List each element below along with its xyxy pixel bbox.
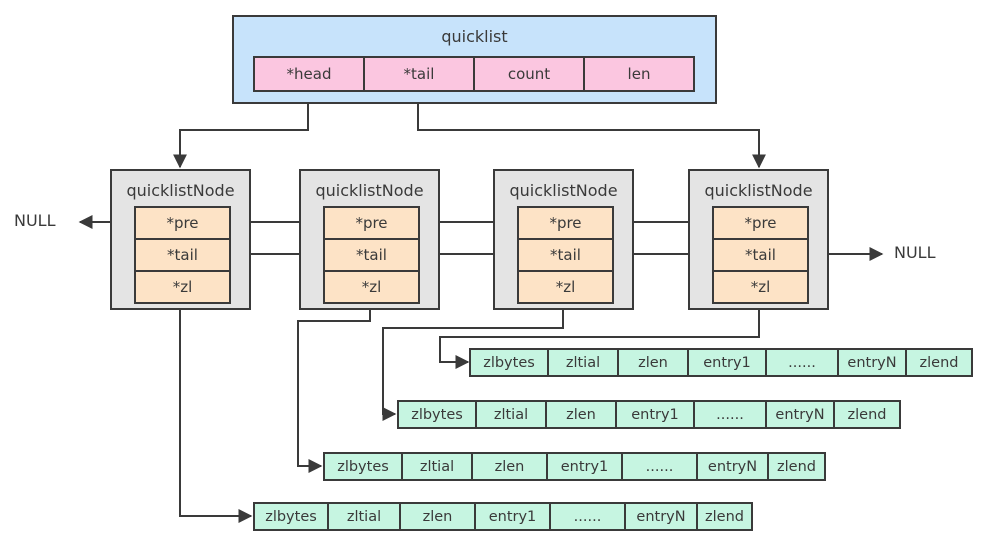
node4-zl-arrow (439, 310, 760, 369)
quicklist-field-tail: *tail (365, 58, 475, 90)
quicklist-node-2: quicklistNode *pre *tail *zl (299, 169, 440, 310)
node2-zl-arrow (297, 310, 371, 473)
null-right-label: NULL (894, 243, 936, 262)
ziplist-node4: zlbytes zltial zlen entry1 ...... entryN… (469, 348, 973, 377)
node-field-pre: *pre (714, 208, 807, 240)
ziplist-cell-entry1: entry1 (689, 350, 767, 375)
ziplist-cell-zltial: zltial (549, 350, 619, 375)
ziplist-node2: zlbytes zltial zlen entry1 ...... entryN… (323, 452, 826, 481)
quicklist-field-len: len (585, 58, 693, 90)
head-pointer-arrow (173, 90, 309, 169)
ziplist-cell-entryN: entryN (698, 454, 769, 479)
ziplist-node1: zlbytes zltial zlen entry1 ...... entryN… (253, 502, 753, 531)
ziplist-cell-zltial: zltial (329, 504, 401, 529)
ziplist-cell-ellipsis: ...... (551, 504, 626, 529)
ziplist-cell-zlbytes: zlbytes (255, 504, 329, 529)
ziplist-cell-zlend: zlend (698, 504, 751, 529)
node3-zl-arrow (382, 310, 564, 421)
node-field-zl: *zl (519, 272, 612, 302)
quicklist-node-1: quicklistNode *pre *tail *zl (110, 169, 251, 310)
ziplist-cell-ellipsis: ...... (767, 350, 839, 375)
ziplist-cell-entry1: entry1 (617, 402, 695, 427)
ziplist-cell-zlend: zlend (907, 350, 971, 375)
node-fields: *pre *tail *zl (517, 206, 614, 304)
quicklist-field-count: count (475, 58, 585, 90)
ziplist-cell-zlend: zlend (769, 454, 824, 479)
ziplist-cell-ellipsis: ...... (623, 454, 698, 479)
node1-zl-arrow (179, 310, 253, 523)
tail-pointer-arrow (417, 90, 766, 169)
ziplist-cell-entry1: entry1 (476, 504, 551, 529)
ziplist-cell-ellipsis: ...... (695, 402, 767, 427)
node-field-zl: *zl (714, 272, 807, 302)
node-title: quicklistNode (315, 181, 424, 200)
ziplist-cell-zlen: zlen (401, 504, 476, 529)
ziplist-cell-zltial: zltial (403, 454, 473, 479)
ziplist-cell-zlbytes: zlbytes (399, 402, 477, 427)
quicklist-field-head: *head (255, 58, 365, 90)
node-field-tail: *tail (136, 240, 229, 272)
quicklist-title: quicklist (441, 27, 508, 46)
ziplist-cell-zlen: zlen (473, 454, 548, 479)
node-field-pre: *pre (136, 208, 229, 240)
ziplist-cell-zlbytes: zlbytes (471, 350, 549, 375)
quicklist-node-3: quicklistNode *pre *tail *zl (493, 169, 634, 310)
node-field-tail: *tail (714, 240, 807, 272)
node-title: quicklistNode (704, 181, 813, 200)
node-field-pre: *pre (325, 208, 418, 240)
ziplist-cell-entryN: entryN (626, 504, 698, 529)
node-field-zl: *zl (136, 272, 229, 302)
ziplist-cell-zlbytes: zlbytes (325, 454, 403, 479)
ziplist-node3: zlbytes zltial zlen entry1 ...... entryN… (397, 400, 901, 429)
quicklist-struct: quicklist *head *tail count len (232, 15, 717, 104)
ziplist-cell-entryN: entryN (839, 350, 907, 375)
quicklist-fields: *head *tail count len (253, 56, 695, 92)
node-field-zl: *zl (325, 272, 418, 302)
node-field-pre: *pre (519, 208, 612, 240)
node-field-tail: *tail (519, 240, 612, 272)
ziplist-cell-zlen: zlen (619, 350, 689, 375)
node-fields: *pre *tail *zl (323, 206, 420, 304)
null-left-label: NULL (14, 211, 56, 230)
node-title: quicklistNode (126, 181, 235, 200)
node-field-tail: *tail (325, 240, 418, 272)
node-fields: *pre *tail *zl (712, 206, 809, 304)
node-fields: *pre *tail *zl (134, 206, 231, 304)
ziplist-cell-entryN: entryN (767, 402, 835, 427)
quicklist-node-4: quicklistNode *pre *tail *zl (688, 169, 829, 310)
ziplist-cell-zlend: zlend (835, 402, 899, 427)
ziplist-cell-zltial: zltial (477, 402, 547, 427)
node-title: quicklistNode (509, 181, 618, 200)
ziplist-cell-entry1: entry1 (548, 454, 623, 479)
ziplist-cell-zlen: zlen (547, 402, 617, 427)
